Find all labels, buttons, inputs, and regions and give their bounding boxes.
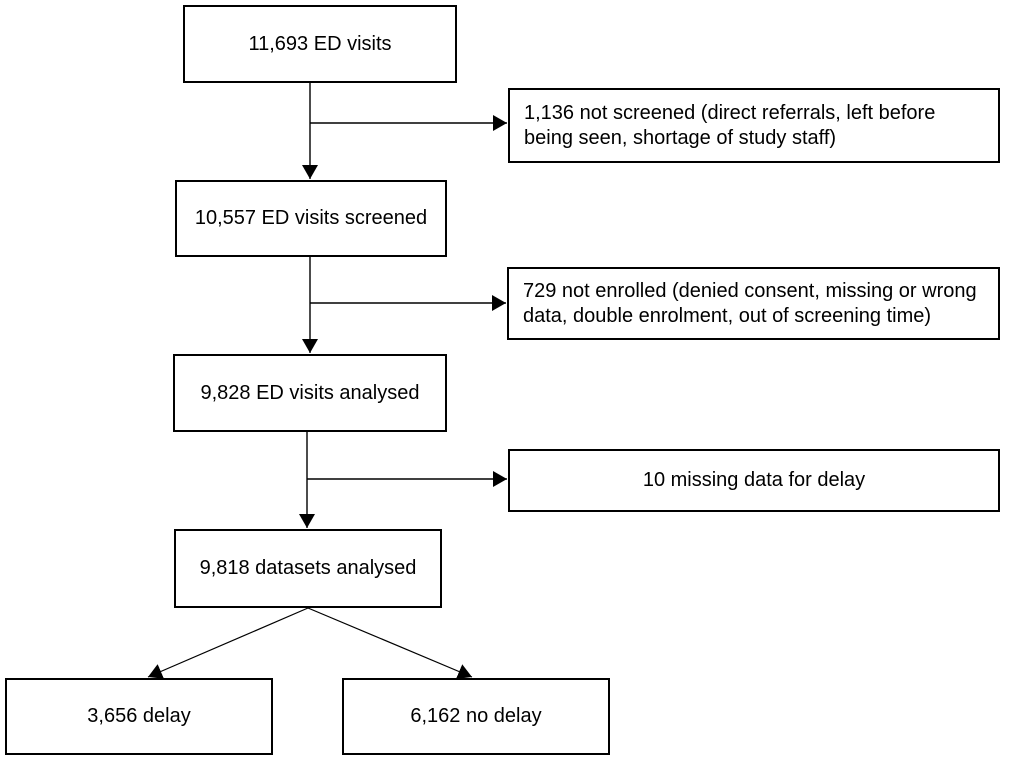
- node-delay: 3,656 delay: [5, 678, 273, 755]
- node-delay-label: 3,656 delay: [87, 705, 191, 727]
- node-not-enrolled-label: 729 not enrolled (denied consent, missin…: [523, 279, 977, 327]
- node-ed-visits-label: 11,693 ED visits: [248, 32, 392, 55]
- node-not-enrolled: 729 not enrolled (denied consent, missin…: [507, 267, 1000, 340]
- node-datasets-analysed-label: 9,818 datasets analysed: [199, 557, 417, 579]
- edge-datasets-to-delay: [147, 607, 309, 679]
- node-ed-visits-analysed: 9,828 ED visits analysed: [173, 354, 447, 432]
- node-not-screened: 1,136 not screened (direct referrals, le…: [508, 88, 1000, 163]
- node-missing-data-for-delay-label: 10 missing data for delay: [642, 469, 866, 491]
- edge-datasets-to-no-delay: [307, 607, 473, 679]
- node-no-delay-label: 6,162 no delay: [410, 705, 542, 727]
- node-ed-visits-analysed-label: 9,828 ED visits analysed: [200, 381, 420, 404]
- node-ed-visits-screened-label: 10,557 ED visits screened: [194, 207, 428, 229]
- node-missing-data-for-delay: 10 missing data for delay: [508, 449, 1000, 512]
- node-datasets-analysed: 9,818 datasets analysed: [174, 529, 442, 608]
- node-not-screened-label: 1,136 not screened (direct referrals, le…: [524, 101, 936, 149]
- node-ed-visits-screened: 10,557 ED visits screened: [175, 180, 447, 257]
- node-no-delay: 6,162 no delay: [342, 678, 610, 755]
- node-ed-visits: 11,693 ED visits: [183, 5, 457, 83]
